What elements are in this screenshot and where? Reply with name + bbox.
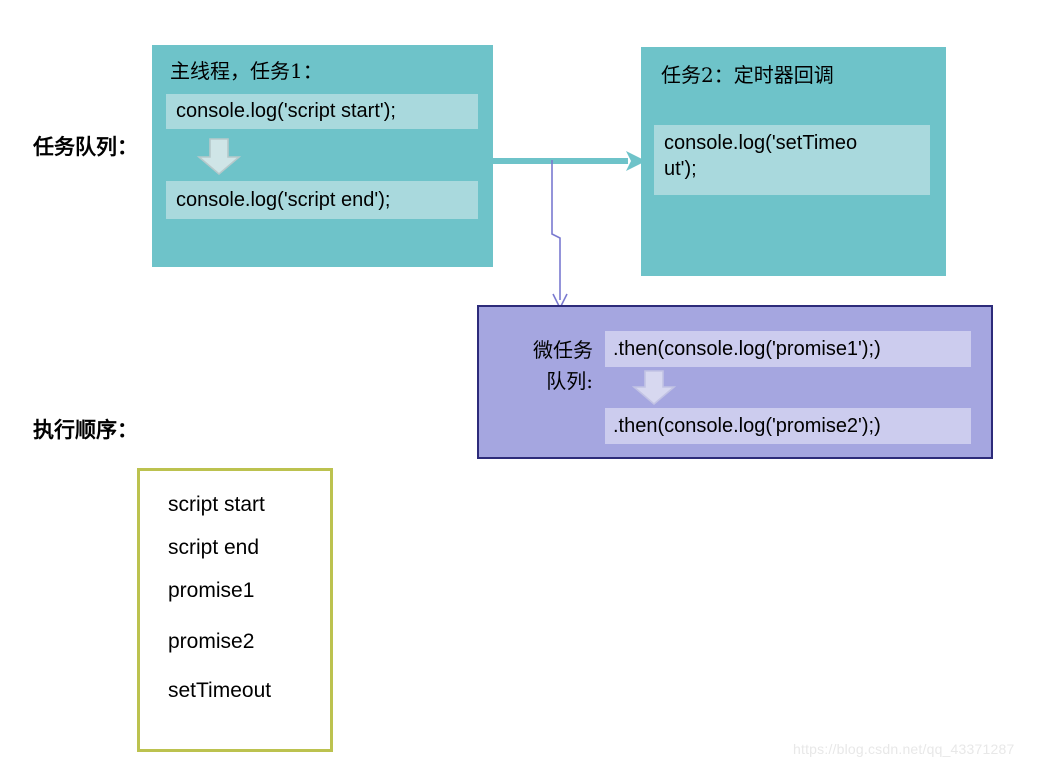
down-block-arrow-icon: [631, 370, 677, 406]
task1-box: 主线程，任务1： console.log('script start'); co…: [152, 45, 493, 267]
task1-to-task2-connector: [488, 148, 648, 179]
order-item-3: promise1: [168, 579, 255, 602]
task2-box: 任务2：定时器回调 console.log('setTimeo ut');: [641, 47, 946, 276]
order-item-2: script end: [168, 536, 260, 559]
task1-title: 主线程，任务1：: [170, 59, 323, 83]
microtask-label-line2: 队列:: [546, 369, 593, 393]
task1-statement-1: console.log('script start');: [166, 94, 478, 129]
execution-order-label: 执行顺序：: [33, 417, 138, 442]
task2-title: 任务2：定时器回调: [661, 63, 834, 87]
watermark: https://blog.csdn.net/qq_43371287: [793, 741, 1015, 757]
microtask-statement-2: .then(console.log('promise2');): [605, 408, 971, 444]
microtask-label: 微任务 队列:: [503, 335, 593, 397]
microtask-label-line1: 微任务: [533, 338, 593, 362]
execution-order-box: script start script end promise1 promise…: [137, 468, 333, 752]
task1-to-microtask-connector: [540, 158, 600, 319]
down-block-arrow-icon: [196, 138, 242, 176]
task-queue-label: 任务队列：: [33, 134, 138, 159]
order-item-5: setTimeout: [168, 679, 272, 702]
microtask-box: 微任务 队列: .then(console.log('promise1');) …: [477, 305, 993, 459]
task1-statement-2: console.log('script end');: [166, 181, 478, 219]
order-item-4: promise2: [168, 630, 255, 653]
task2-statement-1: console.log('setTimeo ut');: [654, 125, 930, 195]
order-item-1: script start: [168, 493, 265, 516]
microtask-statement-1: .then(console.log('promise1');): [605, 331, 971, 367]
